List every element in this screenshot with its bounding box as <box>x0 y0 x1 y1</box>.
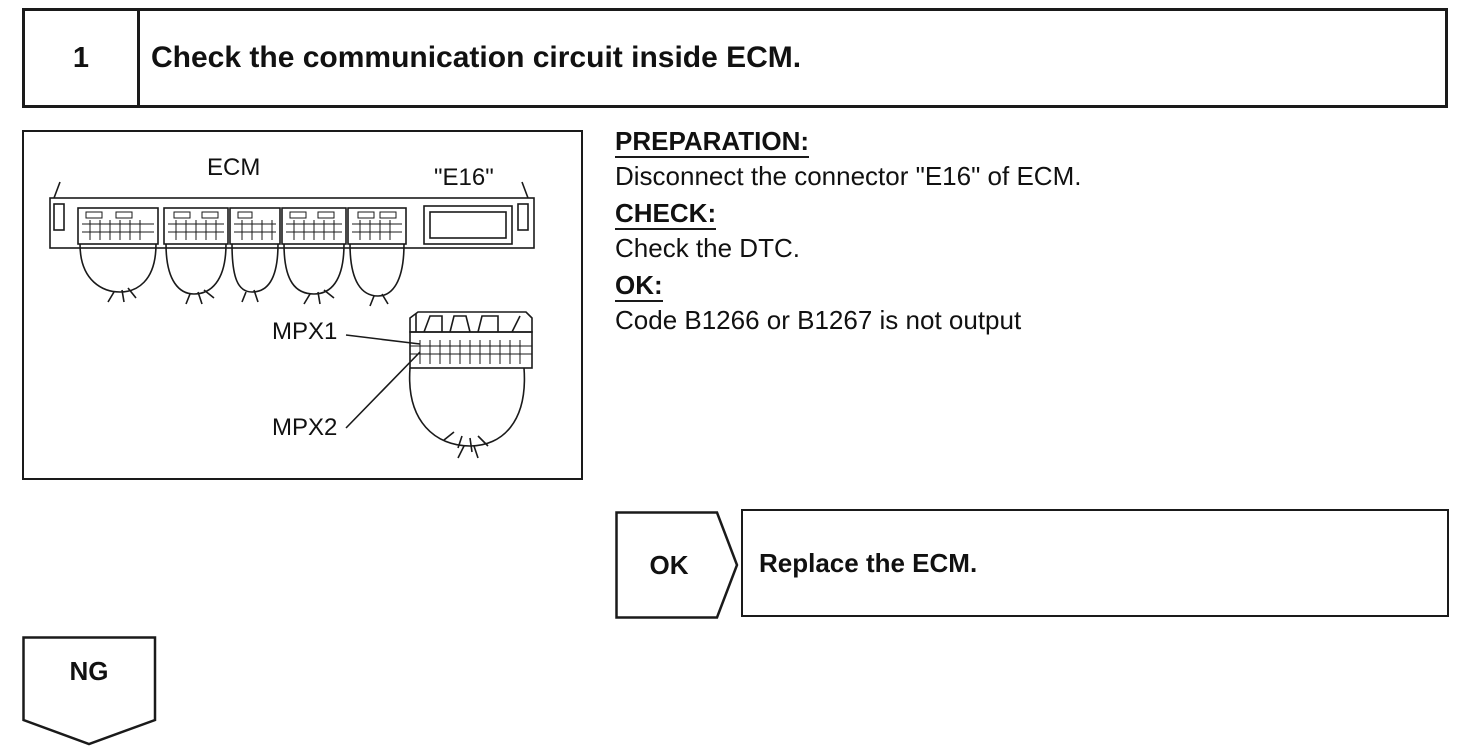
preparation-heading: PREPARATION: <box>615 126 810 158</box>
mpx2-label: MPX2 <box>272 414 338 441</box>
step-number: 1 <box>25 11 140 105</box>
ok-label: OK <box>649 549 689 580</box>
wire-harness-loops <box>79 243 405 307</box>
preparation-text: Disconnect the connector "E16" of ECM. <box>615 161 1082 191</box>
step-title: Check the communication circuit inside E… <box>151 41 802 74</box>
step-header: 1 Check the communication circuit inside… <box>22 8 1448 108</box>
ecm-connector-blocks <box>77 205 513 245</box>
ng-arrow-shape: NG <box>22 636 158 746</box>
ecm-connector-illustration: ECM "E16" MPX1 MPX2 <box>22 130 583 480</box>
ok-result-box: Replace the ECM. <box>741 509 1449 617</box>
mpx2-leader-line <box>345 351 421 429</box>
ok-arrow-shape: OK <box>615 511 739 619</box>
ecm-pin-grids <box>82 211 402 240</box>
e16-label: "E16" <box>434 164 494 191</box>
check-heading: CHECK: <box>615 198 717 230</box>
check-text: Check the DTC. <box>615 233 800 263</box>
ok-heading: OK: <box>615 270 663 302</box>
ecm-diagram-drawing <box>49 181 535 459</box>
right-arrow-icon <box>615 511 739 619</box>
ecm-label: ECM <box>207 154 261 181</box>
mpx1-label: MPX1 <box>272 318 338 345</box>
ng-label: NG <box>69 656 109 686</box>
down-arrow-icon <box>22 636 157 746</box>
ok-result-text: Replace the ECM. <box>759 547 978 578</box>
ok-criteria-text: Code B1266 or B1267 is not output <box>615 305 1022 335</box>
mpx1-leader-line <box>345 334 421 345</box>
e16-connector <box>408 311 533 459</box>
instructions: PREPARATION: Disconnect the connector "E… <box>615 126 1415 342</box>
